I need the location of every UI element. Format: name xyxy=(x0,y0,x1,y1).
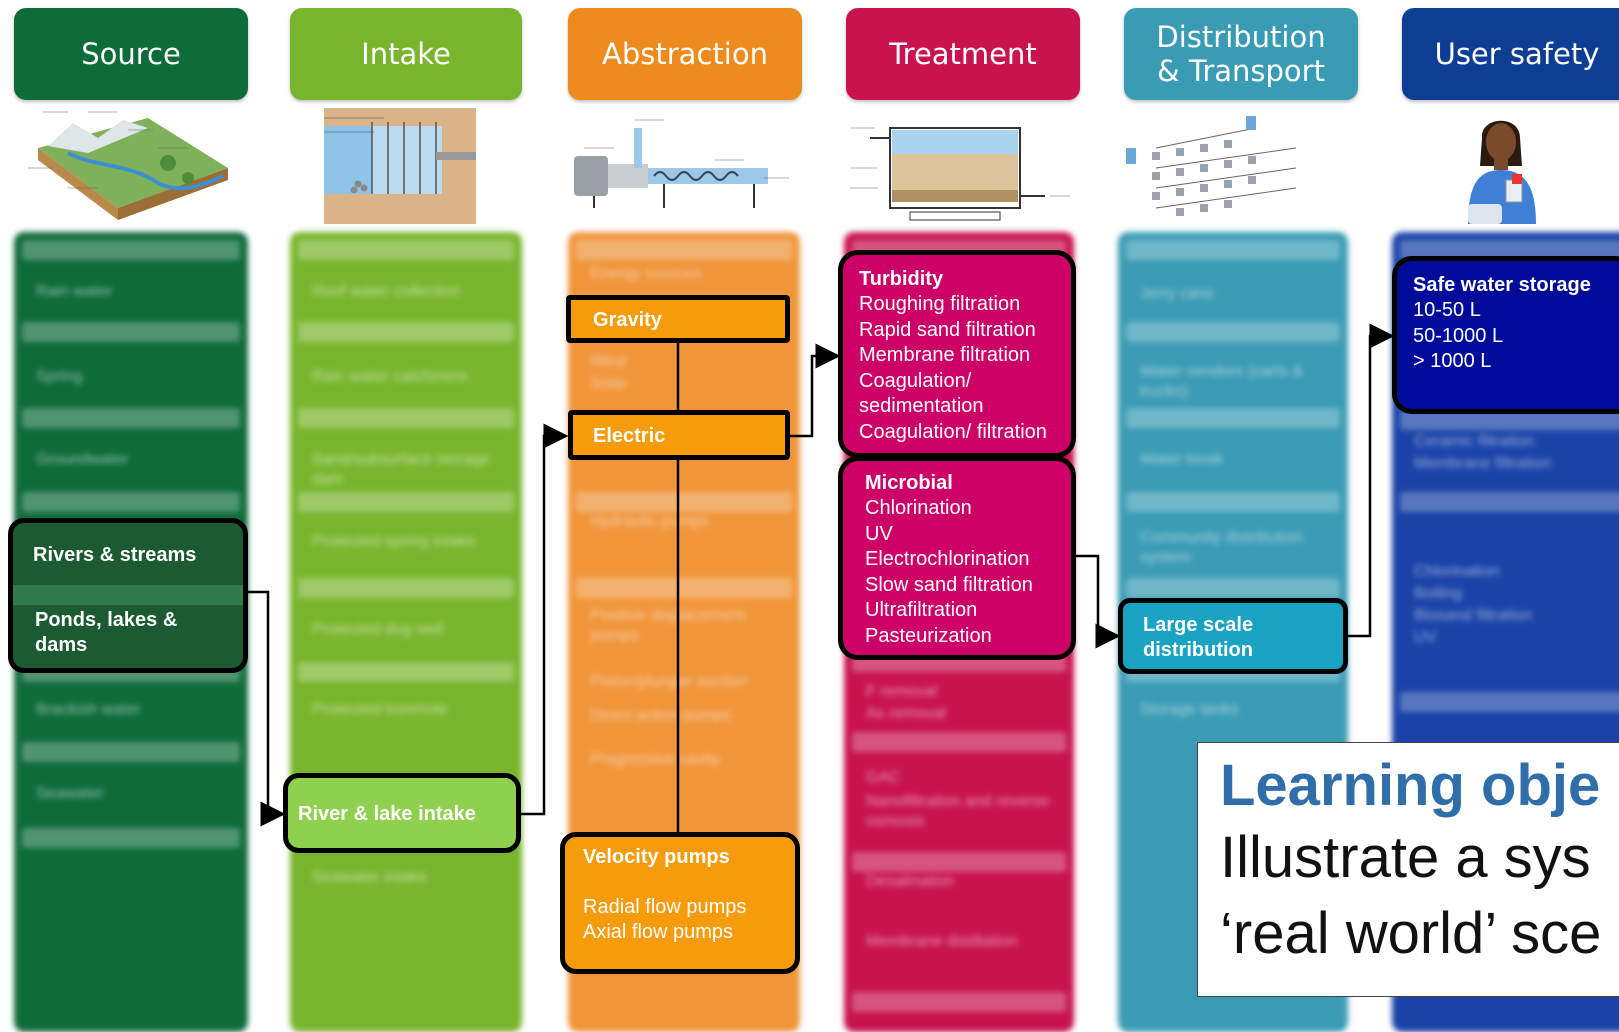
microbial-title: Microbial xyxy=(865,472,953,494)
large-scale-label-1: Large scale xyxy=(1143,614,1254,636)
turbidity-item: Rapid sand filtration xyxy=(859,318,1036,341)
stage-user-safety-label: User safety xyxy=(1434,37,1600,71)
stage-intake: Intake xyxy=(290,8,522,100)
gravity-label: Gravity xyxy=(593,309,662,331)
large-scale-label-2: distribution xyxy=(1143,639,1253,661)
microbial-item: Pasteurization xyxy=(865,624,992,647)
source-ponds-label-2: dams xyxy=(35,634,88,656)
stage-distribution-label-2: & Transport xyxy=(1157,54,1325,88)
microbial-item: Chlorination xyxy=(865,497,972,519)
learning-objectives-line-2: ‘real world’ sce xyxy=(1220,901,1602,966)
stage-treatment: Treatment xyxy=(846,8,1080,100)
abstraction-gravity-box: Gravity xyxy=(566,295,790,343)
stage-source-label: Source xyxy=(81,37,181,71)
user-person-illustration xyxy=(1468,120,1536,224)
treatment-filter-illustration xyxy=(850,127,1070,221)
stage-source: Source xyxy=(14,8,248,100)
stage-distribution: Distribution& Transport xyxy=(1124,8,1358,100)
axial-flow-pumps: Axial flow pumps xyxy=(583,921,734,943)
source-ponds-label-1: Ponds, lakes & xyxy=(35,609,178,631)
intake-river-lake-label: River & lake intake xyxy=(298,803,476,825)
stage-user-safety: User safety xyxy=(1402,8,1619,100)
intake-river-lake-box: River & lake intake xyxy=(283,773,521,853)
stage-distribution-label-1: Distribution xyxy=(1156,20,1326,54)
intake-illustration xyxy=(324,108,476,224)
learning-objectives-callout: Learning obje Illustrate a sys ‘real wor… xyxy=(1197,742,1619,997)
abstraction-pump-illustration xyxy=(574,119,789,208)
distribution-network-illustration xyxy=(1126,116,1297,216)
connector-distribution-to-safety xyxy=(1348,323,1395,638)
storage-item: 50-1000 L xyxy=(1413,324,1504,347)
turbidity-item: Roughing filtration xyxy=(859,293,1021,315)
turbidity-item: sedimentation xyxy=(859,395,984,417)
safe-water-storage-title: Safe water storage xyxy=(1413,274,1591,296)
turbidity-item: Coagulation/ filtration xyxy=(859,420,1047,443)
turbidity-title: Turbidity xyxy=(859,268,944,290)
learning-objectives-line-1: Illustrate a sys xyxy=(1220,825,1591,890)
microbial-item: Slow sand filtration xyxy=(865,573,1033,596)
stage-intake-label: Intake xyxy=(361,37,451,71)
stage-abstraction-label: Abstraction xyxy=(602,37,768,71)
turbidity-item: Membrane filtration xyxy=(859,344,1031,366)
velocity-pumps-title: Velocity pumps xyxy=(583,846,730,868)
connector-microbial-to-distribution xyxy=(1074,554,1121,649)
microbial-item: Ultrafiltration xyxy=(865,599,978,621)
treatment-turbidity-box: Turbidity Roughing filtration Rapid sand… xyxy=(838,250,1076,458)
connector-source-to-intake xyxy=(246,590,286,827)
source-landscape-illustration xyxy=(28,111,228,220)
stage-abstraction: Abstraction xyxy=(568,8,802,100)
learning-objectives-title: Learning obje xyxy=(1220,753,1601,818)
storage-item: > 1000 L xyxy=(1413,350,1492,372)
electric-label: Electric xyxy=(593,425,666,447)
stage-treatment-label: Treatment xyxy=(889,37,1037,71)
turbidity-item: Coagulation/ xyxy=(859,369,972,392)
source-rivers-ponds-box: Rivers & streams Ponds, lakes & dams xyxy=(8,518,248,673)
radial-flow-pumps: Radial flow pumps xyxy=(583,896,747,918)
abstraction-velocity-pumps-box: Velocity pumps Radial flow pumps Axial f… xyxy=(560,832,800,974)
storage-item: 10-50 L xyxy=(1413,299,1481,321)
user-safe-water-storage-box: Safe water storage 10-50 L 50-1000 L > 1… xyxy=(1392,256,1619,414)
connector-intake-to-electric xyxy=(520,423,569,816)
microbial-item: Electrochlorination xyxy=(865,548,1030,570)
microbial-item: UV xyxy=(865,522,893,545)
treatment-microbial-box: Microbial Chlorination UV Electrochlorin… xyxy=(838,456,1076,660)
abstraction-electric-box: Electric xyxy=(568,410,790,460)
source-rivers-streams-label: Rivers & streams xyxy=(33,544,197,566)
distribution-large-scale-box: Large scale distribution xyxy=(1118,598,1348,674)
